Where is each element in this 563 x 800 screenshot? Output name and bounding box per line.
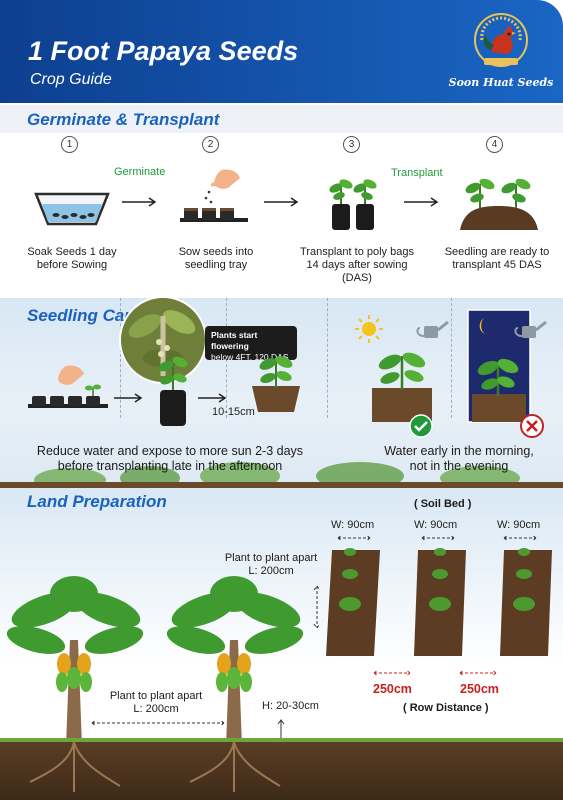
arrow-right-icon	[114, 393, 143, 403]
arrow-right-icon	[404, 197, 439, 207]
bed-width-label-3: W: 90cm	[497, 519, 541, 531]
arrow-right-icon	[122, 197, 157, 207]
tree-plant-apart-label: Plant to plant apart L: 200cm	[109, 690, 203, 715]
foliage-decoration	[0, 462, 563, 492]
step-number-1: 1	[61, 136, 78, 153]
phase-label-transplant: Transplant	[391, 167, 443, 179]
divider-dashed	[451, 298, 452, 418]
arrow-right-icon	[198, 393, 227, 403]
header-banner	[0, 0, 563, 103]
bed-plant-apart-label: Plant to plant apart L: 200cm	[224, 552, 318, 577]
soil-bed-label: ( Soil Bed )	[414, 498, 472, 510]
row-distance-label: ( Row Distance )	[403, 702, 489, 714]
flowering-info-bubble: Plants start flowering below 4FT, 120 DA…	[205, 326, 297, 362]
cross-icon	[520, 414, 544, 438]
section-title-seedling-care: Seedling Care	[27, 306, 141, 325]
height-label: H: 20-30cm	[262, 700, 319, 712]
rooster-logo-icon	[474, 13, 528, 67]
page-subtitle: Crop Guide	[30, 71, 112, 88]
papaya-tree-illustration	[6, 576, 144, 746]
step-number-3: 3	[343, 136, 360, 153]
section-title-land-prep: Land Preparation	[27, 492, 167, 511]
step-2-caption: Sow seeds into seedling tray	[178, 246, 254, 271]
step-number-4: 4	[486, 136, 503, 153]
soil-beds-illustration	[326, 548, 552, 656]
planted-seedling-icon	[252, 356, 300, 412]
vertical-arrow	[313, 585, 321, 629]
arrow-right-icon	[264, 197, 299, 207]
soaking-bowl-icon	[34, 192, 110, 226]
poly-bag-seedling-icon	[158, 356, 188, 426]
poly-bag-seedlings-icon	[329, 179, 377, 230]
divider-dashed	[120, 298, 121, 418]
row-distance-value-2: 250cm	[460, 682, 499, 696]
papaya-tree-illustration	[166, 576, 304, 746]
sun-icon	[355, 315, 383, 343]
brand-name: Soon Huat Seeds	[448, 76, 554, 89]
depth-measure-label: 10-15cm	[212, 406, 255, 418]
bed-width-label-1: W: 90cm	[331, 519, 375, 531]
width-arrows	[337, 534, 537, 542]
step-number-2: 2	[202, 136, 219, 153]
check-icon	[409, 414, 433, 438]
hand-sowing-icon	[180, 169, 248, 222]
page-title: 1 Foot Papaya Seeds	[28, 36, 299, 66]
grass-strip	[0, 738, 563, 744]
step-4-caption: Seedling are ready to transplant 45 DAS	[444, 246, 550, 271]
divider-dashed	[327, 298, 328, 418]
roots-decoration	[29, 741, 281, 792]
seedling-care-caption-left: Reduce water and expose to more sun 2-3 …	[36, 444, 304, 473]
horizontal-arrow	[91, 719, 225, 727]
morning-plant-icon	[372, 352, 432, 422]
seedling-care-caption-right: Water early in the morning, not in the e…	[384, 444, 534, 473]
step-1-caption: Soak Seeds 1 day before Sowing	[27, 246, 117, 271]
row-distance-arrows	[373, 669, 497, 677]
row-distance-value-1: 250cm	[373, 682, 412, 696]
night-sky-panel	[467, 309, 531, 423]
seedling-ready-icon	[460, 178, 538, 230]
watering-can-icon	[514, 320, 547, 338]
watering-can-icon	[416, 320, 449, 338]
section-title-germinate: Germinate & Transplant	[27, 110, 220, 129]
step-3-caption: Transplant to poly bags 14 days after so…	[300, 246, 414, 284]
hand-sowing-icon	[28, 365, 108, 408]
section-header-bar	[0, 105, 563, 133]
soil-ground	[0, 742, 563, 800]
phase-label-germinate: Germinate	[114, 166, 166, 178]
bed-width-label-2: W: 90cm	[414, 519, 458, 531]
